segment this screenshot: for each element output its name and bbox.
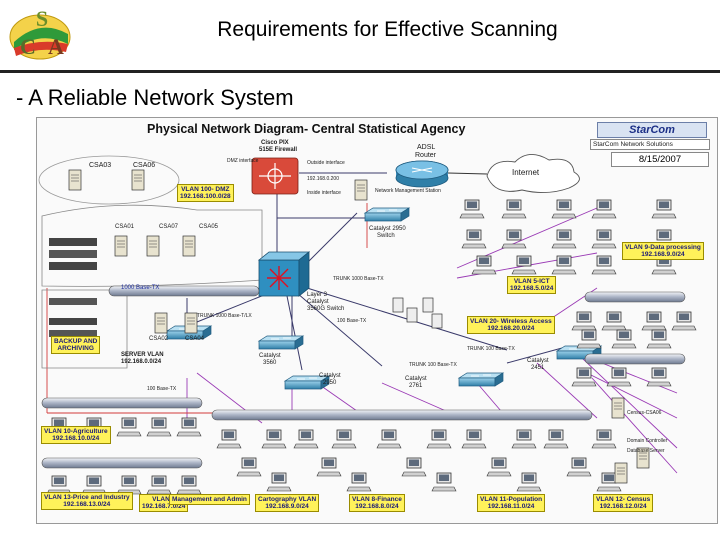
backup-title: BACKUP AND: [54, 338, 98, 345]
vlan-9-net: 192.168.9.0/24: [641, 251, 685, 258]
vlan-11-net: 192.168.11.0/24: [487, 503, 535, 510]
vlan-13-net: 192.168.13.0/24: [63, 501, 111, 508]
logo-letter-s: S: [36, 6, 48, 31]
vlan-11-badge: VLAN 11-Population 192.168.11.0/24: [477, 494, 546, 512]
diagram-title: Physical Network Diagram- Central Statis…: [147, 122, 466, 136]
slide-title: Requirements for Effective Scanning: [217, 18, 558, 41]
vlan-mgmt-name: Management and Admin: [172, 496, 247, 503]
firewall-label: Cisco PIX: [261, 140, 289, 146]
vlan-7-name: VLAN 7: [152, 496, 176, 503]
firewall-ip: 192.168.0.200: [307, 176, 339, 182]
vlan-12-badge: VLAN 12- Census 192.168.12.0/24: [593, 494, 654, 512]
census-note-2: Domain Controller: [627, 438, 668, 444]
vlan-8-badge: VLAN 8-Finance 192.168.8.0/24: [349, 494, 405, 512]
dmz-server-csa06: CSA06: [133, 162, 156, 169]
starcom-logo: StarCom: [597, 122, 707, 138]
vlan-12-name: VLAN 12- Census: [596, 496, 651, 503]
vlan-5-net: 192.168.5.0/24: [510, 285, 554, 292]
management-station-label: Network Management Station: [375, 188, 441, 194]
brand-subtitle: StarCom Network Solutions: [590, 139, 710, 150]
vlan-dmz-net: 192.168.100.0/28: [180, 193, 231, 200]
trunk-label-6: TRUNK 100 Base-TX: [467, 346, 515, 352]
vlan-10-net: 192.168.10.0/24: [52, 435, 100, 442]
vlan-8-net: 192.168.8.0/24: [355, 503, 399, 510]
census-note-1: Census-CSA06: [627, 410, 662, 416]
server-csa04: CSA04: [185, 336, 205, 342]
switch-3560-name: Catalyst: [259, 353, 281, 359]
switch-2950b-name: Catalyst: [319, 373, 341, 379]
network-diagram: Physical Network Diagram- Central Statis…: [36, 117, 718, 524]
vlan-7-net: 192.168.7.0/24: [142, 503, 186, 510]
diagram-date: 8/15/2007: [611, 152, 709, 167]
vlan-12-net: 192.168.12.0/24: [599, 503, 647, 510]
vlan-mgmt-badge: Management and Admin: [169, 494, 250, 505]
switch-2761-model: 2761: [409, 383, 423, 389]
vlan-20-net: 192.168.20.0/24: [487, 325, 535, 332]
trunk-label-1: TRUNK 1000 Base-TX: [333, 276, 384, 282]
vlan-cartography-name: Cartography VLAN: [258, 496, 317, 503]
vlan-dmz-badge: VLAN 100- DMZ 192.168.100.0/28: [177, 184, 234, 202]
backup-badge: BACKUP AND ARCHIVING: [51, 336, 101, 354]
vlan-10-name: VLAN 10-Agriculture: [44, 428, 108, 435]
switch-2761-name: Catalyst: [405, 376, 427, 382]
bullet-point: - A Reliable Network System: [16, 85, 294, 110]
vlan-11-name: VLAN 11-Population: [480, 496, 543, 503]
diagram-canvas: [38, 154, 697, 495]
server-vlan-name: SERVER VLAN: [121, 352, 164, 358]
dmz-server-csa03: CSA03: [89, 162, 112, 169]
server-csa05: CSA05: [199, 224, 219, 230]
internet-label: Internet: [512, 168, 540, 177]
router-model: Router: [415, 152, 437, 159]
vlan-9-name: VLAN 9-Data processing: [625, 244, 701, 251]
vlan-20-name: VLAN 20- Wireless Access: [470, 318, 552, 325]
vlan-13-name: VLAN 13-Price and Industry: [44, 494, 130, 501]
trunk-label-2: TRUNK 1000 Base-T/LX: [197, 313, 252, 319]
trunk-label-3: 100 Base-TX: [337, 318, 367, 324]
trunk-label-5: TRUNK 100 Base-TX: [409, 362, 457, 368]
core-switch-name: Layer 3: [307, 292, 328, 298]
server-csa01: CSA01: [115, 224, 135, 230]
switch-2451-model: 2451: [531, 365, 545, 371]
core-switch-vendor: Catalyst: [307, 299, 329, 305]
vlan-5-badge: VLAN 5-ICT 192.168.5.0/24: [507, 276, 557, 294]
vlan-10-badge: VLAN 10-Agriculture 192.168.10.0/24: [41, 426, 111, 444]
switch-2950-sub: Switch: [377, 233, 395, 239]
vlan-13-badge: VLAN 13-Price and Industry 192.168.13.0/…: [41, 492, 133, 510]
router-label: ADSL: [417, 144, 436, 151]
vlan-cartography-net: 192.168.9.0/24: [265, 503, 309, 510]
server-vlan-net: 192.168.0.0/24: [121, 359, 162, 365]
title-divider: [0, 70, 720, 73]
firewall-iface-inside: Inside interface: [307, 190, 341, 196]
vlan-5-name: VLAN 5-ICT: [513, 278, 550, 285]
firewall-iface-outside: Outside interface: [307, 160, 345, 166]
backbone-label: 1000 Base-TX: [121, 285, 160, 291]
switch-3560-model: 3560: [263, 360, 277, 366]
csa-logo: S C A: [9, 6, 71, 60]
switch-2950b-model: 2950: [323, 380, 337, 386]
firewall-model: 515E Firewall: [259, 147, 298, 153]
census-note-3: Database Server: [627, 448, 665, 454]
vlan-dmz-name: VLAN 100- DMZ: [181, 186, 230, 193]
server-csa02: CSA02: [149, 336, 169, 342]
switch-2950-label: Catalyst 2950: [369, 226, 406, 232]
server-csa07: CSA07: [159, 224, 179, 230]
vlan-20-badge: VLAN 20- Wireless Access 192.168.20.0/24: [467, 316, 555, 334]
vlan-cartography-badge: Cartography VLAN 192.168.9.0/24: [255, 494, 320, 512]
vlan-8-name: VLAN 8-Finance: [352, 496, 402, 503]
core-switch-model: 3560G Switch: [307, 306, 345, 312]
switch-2451-name: Catalyst: [527, 358, 549, 364]
trunk-label-4: 100 Base-TX: [147, 386, 177, 392]
firewall-iface-dmz: DMZ interface: [227, 158, 259, 164]
vlan-9-badge: VLAN 9-Data processing 192.168.9.0/24: [622, 242, 704, 260]
backup-title-2: ARCHIVING: [57, 345, 94, 352]
logo-letter-c: C: [20, 34, 36, 59]
logo-letter-a: A: [48, 34, 64, 59]
